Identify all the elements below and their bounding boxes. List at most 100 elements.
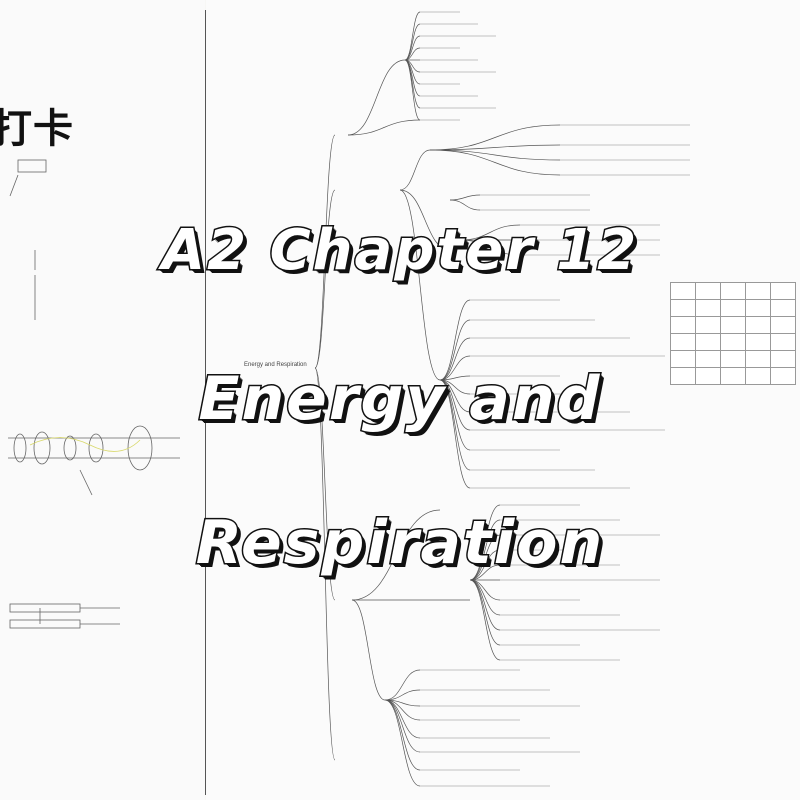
flow-diagram <box>9 603 120 629</box>
branch-line <box>469 534 501 581</box>
branch-line <box>449 199 481 211</box>
table-cell <box>670 316 696 334</box>
branch-line <box>469 579 501 616</box>
membrane-protein <box>127 425 153 471</box>
left-diagram-panel: 打卡 <box>0 0 205 800</box>
membrane-protein <box>88 433 104 463</box>
branch-line <box>449 194 481 201</box>
table-row <box>670 299 796 317</box>
arrow-path <box>79 469 93 496</box>
branch-line <box>351 509 441 601</box>
branch-line <box>347 119 421 136</box>
table-cell <box>695 282 721 300</box>
branch-line <box>469 579 501 631</box>
branch-line <box>439 355 471 381</box>
branch-line <box>399 149 431 191</box>
title-line-2: Energy and <box>197 363 602 436</box>
mind-map-root: Energy and Respiration <box>244 362 307 368</box>
table-cell <box>695 316 721 334</box>
table-cell <box>770 282 796 300</box>
table-cell <box>670 333 696 351</box>
branch-line <box>469 579 501 661</box>
branch-line <box>384 699 421 753</box>
branch-line <box>314 189 336 369</box>
branch-line <box>404 23 421 61</box>
table-cell <box>745 316 771 334</box>
branch-line <box>399 189 451 251</box>
branch-line <box>469 504 501 581</box>
branch-line <box>404 59 421 85</box>
branch-line <box>469 564 501 581</box>
title-line-1: A2 Chapter 12 <box>160 217 639 285</box>
membrane-protein <box>63 435 77 461</box>
table-cell <box>770 333 796 351</box>
table-cell <box>720 299 746 317</box>
branch-line <box>314 367 336 601</box>
table-cell <box>770 367 796 385</box>
branch-line <box>314 367 336 761</box>
table-cell <box>720 316 746 334</box>
branch-line <box>314 134 336 369</box>
branch-line <box>439 375 471 381</box>
membrane-protein <box>13 433 27 463</box>
title-line-3: Respiration <box>194 507 605 580</box>
branch-line <box>429 149 561 176</box>
corner-text: 打卡 <box>0 106 74 152</box>
table-cell <box>720 282 746 300</box>
top-flow <box>9 159 47 320</box>
branch-line <box>351 599 386 701</box>
table-cell <box>670 282 696 300</box>
table-row <box>670 282 796 300</box>
branch-line <box>439 299 471 381</box>
membrane-diagram <box>8 425 180 496</box>
table-cell <box>670 367 696 385</box>
flow-box <box>17 159 47 173</box>
table-cell <box>670 350 696 368</box>
branch-line <box>459 239 521 256</box>
table-row <box>670 367 796 385</box>
electron-path <box>29 437 141 452</box>
branch-line <box>439 379 471 489</box>
table-cell <box>695 333 721 351</box>
branch-line <box>384 699 421 787</box>
table-row <box>670 333 796 351</box>
table-cell <box>770 299 796 317</box>
membrane-protein <box>33 431 51 465</box>
branch-line <box>459 224 521 241</box>
table-cell <box>695 299 721 317</box>
flow-arrow <box>9 174 19 197</box>
branch-line <box>429 124 561 151</box>
branch-line <box>404 11 421 61</box>
branch-line <box>429 144 561 151</box>
branch-line <box>404 59 421 109</box>
table-cell <box>720 333 746 351</box>
table-cell <box>745 367 771 385</box>
table-row <box>670 350 796 368</box>
table-cell <box>695 367 721 385</box>
table-cell <box>745 333 771 351</box>
table-cell <box>770 350 796 368</box>
branch-line <box>347 59 406 136</box>
branch-line <box>439 319 471 381</box>
branch-line <box>439 379 471 451</box>
table-cell <box>670 299 696 317</box>
panel-divider <box>205 10 206 795</box>
comparison-table <box>670 282 796 385</box>
branch-line <box>384 689 421 701</box>
table-cell <box>745 282 771 300</box>
table-cell <box>770 316 796 334</box>
table-cell <box>720 350 746 368</box>
table-cell <box>745 299 771 317</box>
mind-map <box>206 0 800 800</box>
branch-line <box>429 149 561 161</box>
branch-line <box>404 59 421 121</box>
branch-line <box>469 549 501 581</box>
branch-line <box>384 669 421 701</box>
branch-line <box>439 337 471 381</box>
table-row <box>670 316 796 334</box>
branch-line <box>399 189 441 381</box>
branch-line <box>404 35 421 61</box>
